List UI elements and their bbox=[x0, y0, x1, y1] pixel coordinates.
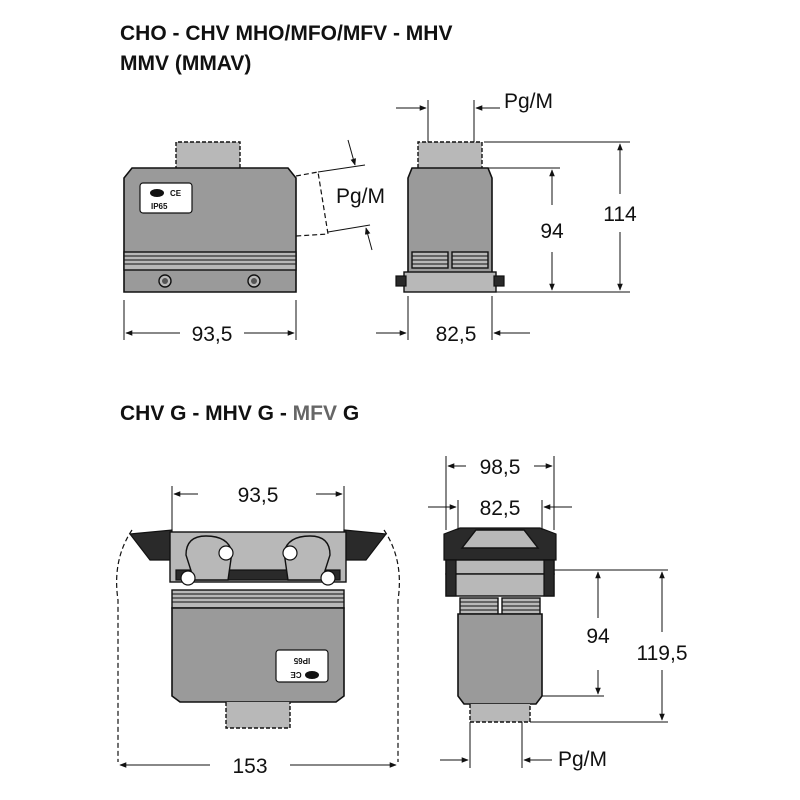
top-front-ip-label: IP65 bbox=[151, 202, 168, 211]
lever-sweep-left-dashed bbox=[116, 529, 133, 762]
bottom-side-frame-band bbox=[445, 559, 555, 575]
top-front-rib-band bbox=[123, 251, 297, 271]
bottom-side-height-inner-dim: 94 bbox=[586, 625, 610, 648]
top-side-base bbox=[403, 271, 497, 293]
bottom-front-width-inner-dim: 93,5 bbox=[238, 484, 279, 507]
bottom-side-gland-dashed bbox=[469, 704, 531, 723]
title-top-line2: MMV (MMAV) bbox=[120, 52, 251, 75]
bottom-side-height-outer-dim: 119,5 bbox=[637, 642, 688, 665]
title-bottom-part1: CHV G - MHV G - bbox=[120, 402, 293, 425]
top-side-lever-right bbox=[493, 275, 505, 287]
bottom-side-lower-frame bbox=[445, 573, 555, 597]
top-front-pg-label: Pg/M bbox=[336, 185, 385, 208]
top-gland-dashed bbox=[175, 141, 241, 170]
lug-pin-icon bbox=[282, 545, 298, 561]
top-side-view: Pg/M 94 114 82,5 bbox=[376, 90, 637, 346]
top-front-ce-mark: CE bbox=[170, 189, 182, 198]
top-front-view: CE IP65 93,5 Pg/M bbox=[123, 139, 385, 346]
lever-right bbox=[343, 529, 388, 561]
bottom-side-pg-label: Pg/M bbox=[558, 748, 607, 771]
title-bottom-part3: G bbox=[337, 402, 359, 425]
title-bottom: CHV G - MHV G - MFV G bbox=[120, 402, 359, 425]
top-side-height-inner-dim: 94 bbox=[540, 220, 564, 243]
top-side-gland-dashed bbox=[417, 141, 483, 168]
lever-left bbox=[128, 529, 173, 561]
bottom-side-lever-left bbox=[445, 559, 457, 597]
bottom-side-width-outer-dim: 98,5 bbox=[480, 456, 521, 479]
top-front-width-dim: 93,5 bbox=[192, 323, 233, 346]
top-side-width-dim: 82,5 bbox=[436, 323, 477, 346]
certification-logo-icon bbox=[305, 671, 319, 679]
title-top-line1: CHO - CHV MHO/MFO/MFV - MHV bbox=[120, 22, 452, 45]
certification-logo-icon bbox=[150, 189, 164, 197]
lug-pin-icon bbox=[180, 570, 196, 586]
lever-sweep-right-dashed bbox=[383, 529, 400, 762]
bottom-side-view: 98,5 82,5 94 119,5 Pg/M bbox=[428, 456, 688, 771]
bottom-front-width-outer-dim: 153 bbox=[232, 755, 267, 778]
bottom-side-housing bbox=[457, 613, 543, 705]
bottom-side-width-inner-dim: 82,5 bbox=[480, 497, 521, 520]
top-side-lever-left bbox=[395, 275, 407, 287]
bottom-front-ce-mark: CE bbox=[290, 670, 302, 679]
bottom-side-top-cap bbox=[460, 529, 540, 549]
bottom-front-view: IP65 CE 93,5 153 bbox=[116, 484, 400, 778]
lug-pin-icon bbox=[218, 545, 234, 561]
lug-pin-icon bbox=[320, 570, 336, 586]
bottom-front-rib-band bbox=[171, 589, 345, 609]
top-side-height-outer-dim: 114 bbox=[603, 203, 637, 226]
side-gland-dashed bbox=[295, 171, 329, 237]
bottom-side-lever-right bbox=[543, 559, 555, 597]
title-bottom-highlight: MFV bbox=[293, 402, 337, 425]
bottom-front-locking-bar bbox=[175, 569, 341, 581]
bottom-front-ip-label: IP65 bbox=[293, 656, 310, 665]
top-side-pg-label: Pg/M bbox=[504, 90, 553, 113]
bottom-front-gland-dashed bbox=[225, 702, 291, 729]
